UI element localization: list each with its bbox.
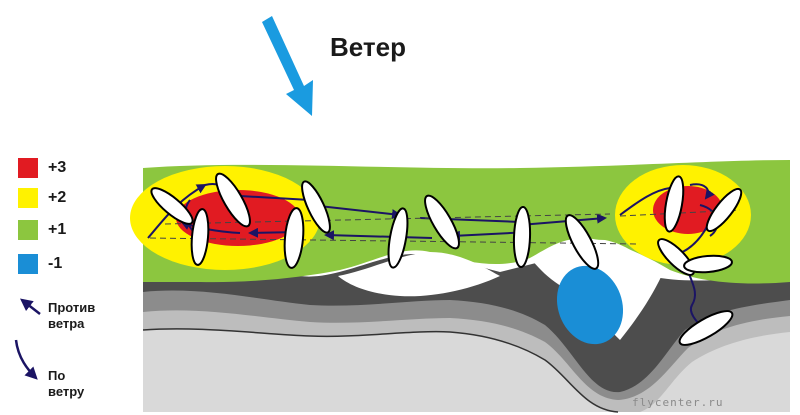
glider-3 bbox=[215, 172, 251, 228]
glider-14 bbox=[678, 310, 734, 346]
legend-swatch bbox=[18, 254, 38, 274]
glider-11 bbox=[705, 187, 743, 233]
glider-13 bbox=[683, 254, 733, 274]
glider-2 bbox=[190, 208, 210, 266]
sink-dip-left bbox=[338, 252, 500, 297]
wind-arrow bbox=[262, 16, 313, 116]
zone-minus-1 bbox=[556, 265, 624, 345]
legend-note-against-wind: Против ветра bbox=[48, 300, 95, 332]
wind-title: Ветер bbox=[330, 32, 406, 62]
ground-layer-base bbox=[143, 328, 790, 412]
legend-note-with-wind: По ветру bbox=[48, 368, 84, 400]
legend-swatch bbox=[18, 188, 38, 208]
glider-6 bbox=[387, 207, 409, 269]
legend-item-plus-3: +3 bbox=[18, 158, 66, 178]
legend-item-minus-1: -1 bbox=[18, 254, 62, 274]
glider-5 bbox=[301, 180, 331, 234]
legend-label: +2 bbox=[48, 189, 67, 206]
legend-swatch bbox=[18, 158, 38, 178]
legend-note-line: ветру bbox=[48, 384, 85, 399]
legend-note-line: ветра bbox=[48, 316, 85, 331]
legend-note-line: По bbox=[48, 368, 66, 383]
glider-10 bbox=[663, 175, 685, 233]
legend-item-plus-2: +2 bbox=[18, 188, 66, 208]
glider-9 bbox=[564, 214, 600, 270]
glider-1 bbox=[150, 187, 194, 225]
ground-outline bbox=[142, 328, 619, 413]
legend-swatch bbox=[18, 220, 38, 240]
watermark: flycenter.ru bbox=[632, 396, 724, 409]
legend-arrow-with bbox=[14, 339, 38, 380]
legend-label: +1 bbox=[48, 221, 67, 238]
legend-label: -1 bbox=[48, 255, 63, 272]
legend-item-plus-1: +1 bbox=[18, 220, 66, 240]
glider-wings bbox=[150, 172, 743, 346]
glider-7 bbox=[424, 194, 460, 250]
legend-label: +3 bbox=[48, 159, 67, 176]
legend-note-line: Против bbox=[48, 300, 96, 315]
glider-8 bbox=[512, 206, 532, 268]
glider-4 bbox=[283, 207, 305, 269]
legend-arrow-against bbox=[20, 298, 41, 315]
